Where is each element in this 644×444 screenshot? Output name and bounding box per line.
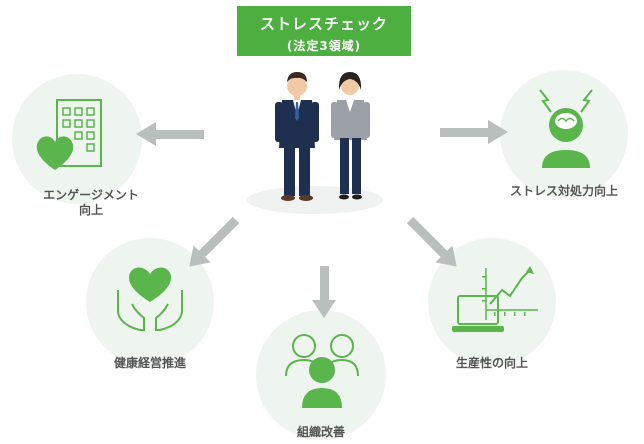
building-icon (56, 99, 102, 167)
arrow-down-left-icon (189, 216, 240, 267)
lightning-right-icon (580, 89, 593, 113)
lightning-left-icon (539, 89, 552, 113)
arrow-left-icon (136, 122, 204, 146)
people-group-icon (285, 334, 359, 408)
stress-check-header: ストレスチェック (法定3領域) (237, 6, 411, 56)
arrow-down-right-icon (406, 216, 457, 267)
organization-label: 組織改善 (296, 425, 345, 439)
arrow-right-icon (440, 120, 508, 144)
engagement-label-line2: 向上 (78, 203, 103, 217)
businesswoman-illustration (331, 72, 370, 200)
laptop-chart-icon (452, 266, 538, 332)
engagement-label-line1: エンゲージメント (43, 188, 139, 202)
stressed-head-icon (539, 89, 593, 168)
hands-heart-icon (117, 267, 183, 331)
businessman-illustration (275, 72, 319, 201)
floor-shadow (247, 186, 383, 214)
arrow-down-icon (312, 266, 336, 318)
health-management-label: 健康経営推進 (113, 356, 186, 370)
header-subtitle: (法定3領域) (286, 39, 362, 53)
heart-icon (36, 136, 74, 170)
header-title: ストレスチェック (259, 15, 388, 33)
arrows (136, 120, 508, 318)
engagement-label: エンゲージメント 向上 (28, 188, 154, 218)
stress-coping-label: ストレス対処力向上 (509, 184, 618, 198)
productivity-label: 生産性の向上 (455, 356, 528, 370)
